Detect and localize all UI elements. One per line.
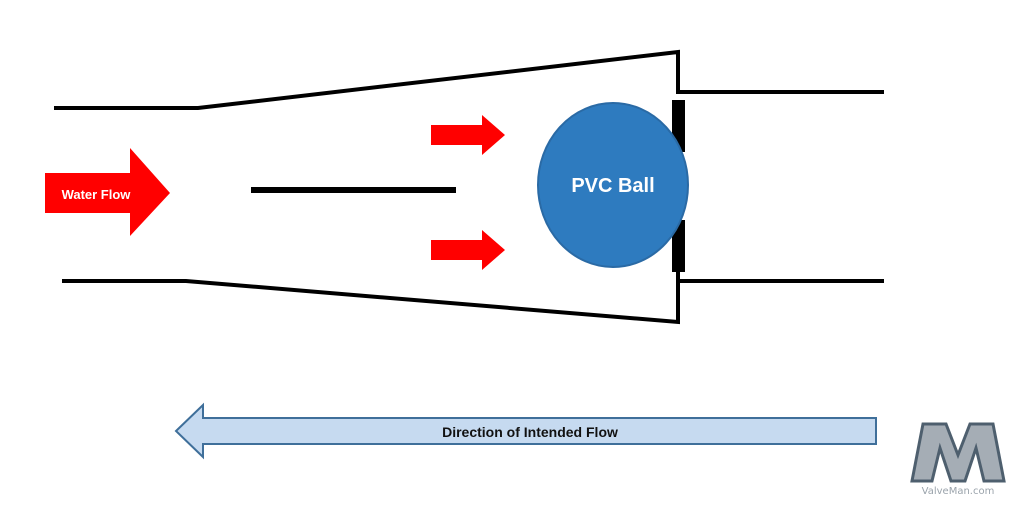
intended-flow-label: Direction of Intended Flow — [442, 424, 618, 440]
intended-flow-arrow — [174, 402, 877, 460]
flow-arrow-upper — [431, 115, 505, 155]
pipe-bottom-wall — [62, 268, 680, 325]
logo-text: ValveMan.com — [922, 486, 995, 497]
water-flow-label: Water Flow — [62, 187, 132, 202]
pvc-ball-label: PVC Ball — [571, 175, 654, 197]
water-flow-arrow — [45, 148, 170, 236]
logo-m-icon — [910, 422, 1006, 483]
pvc-ball — [537, 102, 689, 268]
valve-seat-bottom — [672, 220, 685, 272]
flow-arrow-lower — [431, 230, 505, 270]
valveman-logo: ValveMan.com — [910, 422, 1006, 497]
pipe-top-wall — [54, 49, 680, 110]
